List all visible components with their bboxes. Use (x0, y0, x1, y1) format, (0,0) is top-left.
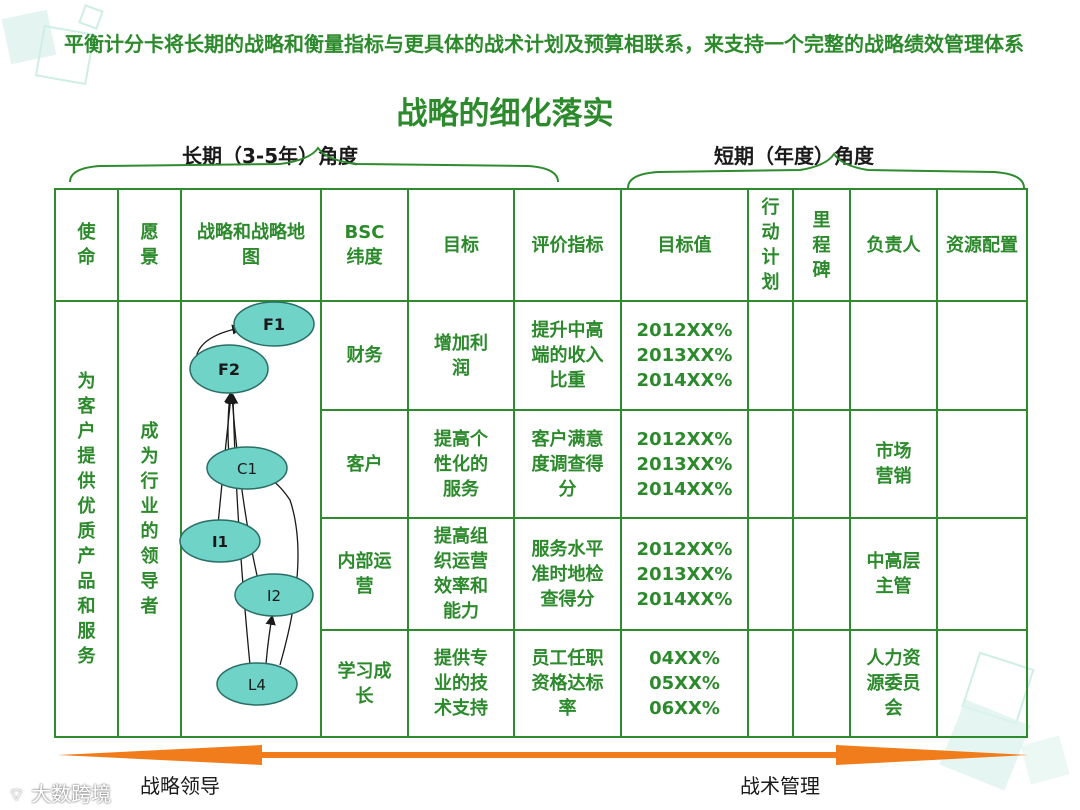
target-cell: 2012XX% 2013XX% 2014XX% (620, 300, 749, 411)
target-value: 2013XX% (636, 563, 733, 585)
action-cell (747, 300, 794, 411)
owner-cell: 人力资源委员会 (849, 629, 938, 738)
watermark-logo-icon: ⌔ (8, 785, 25, 806)
milestone-cell (792, 517, 851, 631)
target-value: 2012XX% (636, 428, 733, 450)
target-value: 2012XX% (636, 320, 733, 341)
objective-cell: 提高个性化的服务 (407, 409, 515, 519)
objective-cell: 提供专业的技术支持 (407, 629, 515, 738)
owner-cell (849, 300, 938, 411)
kpi-cell: 员工任职资格达标率 (513, 629, 622, 738)
target-value: 2013XX% (636, 453, 733, 475)
target-value: 2014XX% (636, 588, 733, 610)
long-term-label: 长期（3-5年）角度 (182, 144, 359, 168)
bsc-cell: 客户 (320, 409, 409, 519)
col-header-resource: 资源配置 (936, 188, 1028, 302)
milestone-cell (792, 409, 851, 519)
resource-cell (936, 300, 1028, 411)
short-term-label: 短期（年度）角度 (714, 144, 874, 168)
strategy-table: 使命 愿景 战略和战略地图 BSC纬度 目标 评价指标 目标值 行动计划 里程碑… (54, 188, 1028, 738)
bsc-cell: 学习成长 (320, 629, 409, 738)
target-value: 2014XX% (636, 478, 733, 500)
watermark-text: 大数跨境 (31, 782, 112, 806)
target-value: 2014XX% (636, 370, 733, 391)
vision-cell: 成为行业的领导者 (117, 300, 182, 738)
resource-cell (936, 409, 1028, 519)
owner-cell: 市场营销 (849, 409, 938, 519)
bsc-cell: 内部运营 (320, 517, 409, 631)
arrow-right-label: 战术管理 (740, 774, 820, 798)
arrow-left-label: 战略领导 (140, 774, 220, 798)
header-text: 平衡计分卡将长期的战略和衡量指标与更具体的战术计划及预算相联系，来支持一个完整的… (64, 32, 1024, 56)
resource-cell (936, 629, 1028, 738)
owner-cell: 中高层主管 (849, 517, 938, 631)
kpi-cell: 服务水平准时地检查得分 (513, 517, 622, 631)
strategy-map-cell (180, 300, 322, 738)
action-cell (747, 629, 794, 738)
action-cell (747, 517, 794, 631)
target-value: 04XX% (649, 648, 720, 669)
objective-cell: 增加利润 (407, 300, 515, 411)
objective-cell: 提高组织运营效率和能力 (407, 517, 515, 631)
col-header-milestone: 里程碑 (792, 188, 851, 302)
kpi-cell: 客户满意度调查得分 (513, 409, 622, 519)
target-value: 05XX% (649, 673, 720, 694)
col-header-vision: 愿景 (117, 188, 182, 302)
watermark: ⌔ 大数跨境 (8, 778, 111, 807)
resource-cell (936, 517, 1028, 631)
col-header-bsc: BSC纬度 (320, 188, 409, 302)
target-value: 2012XX% (636, 538, 733, 560)
target-value: 2013XX% (636, 345, 733, 366)
action-cell (747, 409, 794, 519)
kpi-cell: 提升中高端的收入比重 (513, 300, 622, 411)
target-cell: 2012XX% 2013XX% 2014XX% (620, 409, 749, 519)
target-value: 06XX% (649, 698, 720, 719)
bsc-cell: 财务 (320, 300, 409, 411)
col-header-kpi: 评价指标 (513, 188, 622, 302)
page-title: 战略的细化落实 (396, 96, 614, 132)
col-header-action: 行动计划 (747, 188, 794, 302)
col-header-target: 目标值 (620, 188, 749, 302)
milestone-cell (792, 629, 851, 738)
decorative-squares-top-left (1, 4, 104, 86)
col-header-strategy-map: 战略和战略地图 (180, 188, 322, 302)
milestone-cell (792, 300, 851, 411)
col-header-mission: 使命 (54, 188, 119, 302)
target-cell: 2012XX% 2013XX% 2014XX% (620, 517, 749, 631)
col-header-objective: 目标 (407, 188, 515, 302)
mission-cell: 为客户提供优质产品和服务 (54, 300, 119, 738)
col-header-owner: 负责人 (849, 188, 938, 302)
target-cell: 04XX% 05XX% 06XX% (620, 629, 749, 738)
